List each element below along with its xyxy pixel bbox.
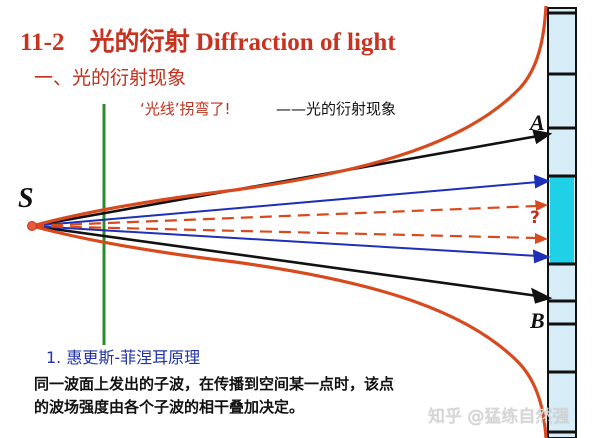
screen-slats bbox=[548, 11, 576, 434]
principle-title: 1. 惠更斯-菲涅耳原理 bbox=[46, 348, 201, 367]
principle-line-2: 的波场强度由各个子波的相干叠加决定。 bbox=[34, 398, 305, 416]
screen-bright-band bbox=[550, 176, 574, 264]
source-dot bbox=[27, 221, 37, 231]
source-label: S bbox=[18, 183, 34, 214]
question-mark: ? bbox=[530, 208, 540, 228]
diffraction-envelope bbox=[31, 5, 548, 438]
point-a-label: A bbox=[530, 110, 545, 135]
screen bbox=[547, 7, 577, 438]
phenomenon-caption: ——光的衍射现象 bbox=[276, 100, 397, 118]
blue-rays bbox=[31, 174, 551, 264]
red-dashed-arrowheads bbox=[535, 200, 548, 244]
red-dashed-rays bbox=[31, 204, 538, 240]
principle-line-1: 同一波面上发出的子波，在传播到空间某一点时，该点 bbox=[34, 375, 395, 393]
principle-text: 同一波面上发出的子波，在传播到空间某一点时，该点 的波场强度由各个子波的相干叠加… bbox=[34, 373, 394, 419]
point-b-label: B bbox=[530, 308, 545, 333]
bending-light-caption: ‘光线’拐弯了! bbox=[140, 100, 231, 118]
section-heading: 一、光的衍射现象 bbox=[34, 67, 187, 89]
page-title: 11-2 光的衍射 Diffraction of light bbox=[20, 29, 396, 56]
watermark: 知乎 @猛练自然强 bbox=[428, 407, 570, 427]
